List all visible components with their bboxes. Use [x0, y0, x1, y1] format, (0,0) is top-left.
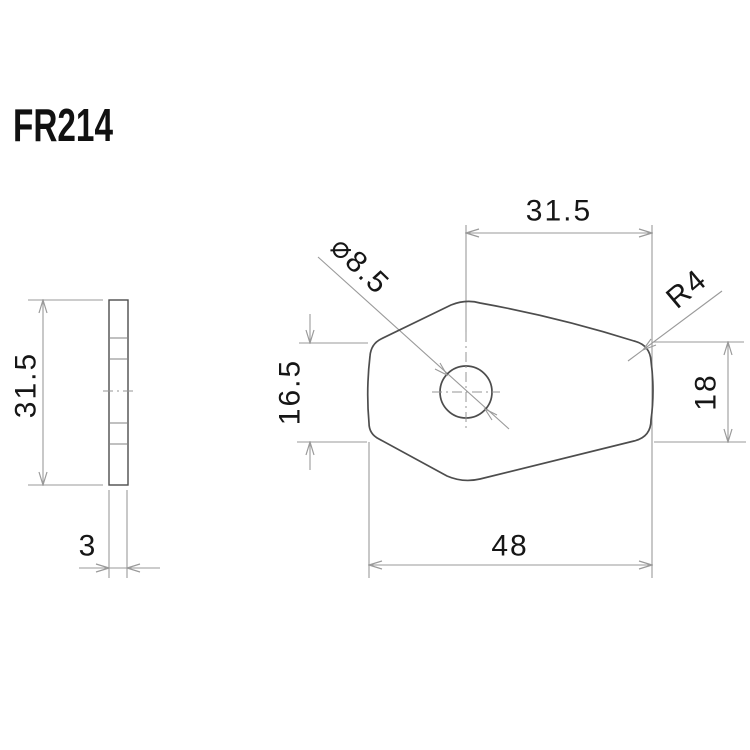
- left-height-label: 16.5: [274, 359, 307, 425]
- side-height-label: 31.5: [10, 352, 43, 418]
- front-view: ⌀8.5 31.5 R4 18 16.5 48: [274, 195, 746, 578]
- hole-centerlines: [432, 332, 500, 428]
- top-width-dimension: 31.5: [466, 195, 652, 234]
- right-height-dimension: 18: [690, 342, 729, 442]
- top-width-label: 31.5: [526, 195, 592, 228]
- part-number-title: FR214: [13, 99, 113, 151]
- hole-leader-arrows: [434, 362, 498, 421]
- side-height-dimension: 31.5: [10, 300, 103, 485]
- hole-diameter-leader: [317, 256, 510, 430]
- front-view-plate-outline: [366, 300, 654, 482]
- side-thickness-dimension: 3: [79, 490, 160, 578]
- side-view: 31.5 3: [10, 299, 160, 578]
- bottom-width-dimension: 48: [369, 530, 652, 566]
- corner-radius-label: R4: [660, 263, 714, 316]
- right-height-label: 18: [690, 373, 723, 410]
- corner-radius-dimension: R4: [627, 263, 723, 362]
- side-view-edge-lines: [109, 337, 128, 445]
- hole-diameter-label: ⌀8.5: [324, 231, 396, 302]
- left-height-dimension: 16.5: [274, 314, 311, 470]
- side-view-plate-outline: [108, 299, 129, 486]
- side-thickness-label: 3: [79, 530, 98, 563]
- bottom-width-label: 48: [491, 530, 528, 563]
